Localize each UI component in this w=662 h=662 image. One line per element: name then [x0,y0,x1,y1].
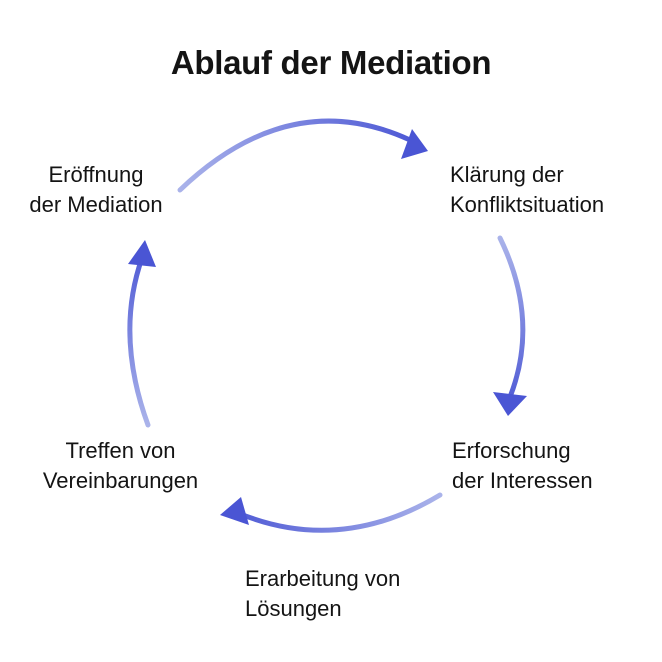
step-klaerung: Klärung der Konfliktsituation [450,160,604,220]
arrowhead-2 [493,392,527,416]
arrow-1 [177,118,428,193]
step-label-line: Lösungen [245,596,342,621]
step-label-line: Treffen von [65,438,176,463]
arrow-4 [127,240,156,428]
arrow-2 [493,235,527,416]
arrowhead-1 [401,129,428,159]
step-label-line: Erarbeitung von [245,566,401,591]
step-erforschung: Erforschung der Interessen [452,436,593,496]
step-label-line: der Interessen [452,468,593,493]
arrowhead-3 [220,497,249,525]
step-label-line: Vereinbarungen [42,468,199,493]
step-label-line: Eröffnung [48,162,144,187]
step-label-line: der Mediation [29,192,163,217]
step-label-line: Klärung der [450,162,564,187]
arrowhead-4 [128,240,156,267]
step-label-line: Erforschung [452,438,571,463]
diagram-title: Ablauf der Mediation [170,44,492,81]
arrow-3 [220,492,443,533]
step-vereinbarungen: Treffen von Vereinbarungen [28,436,213,496]
step-erarbeitung: Erarbeitung von Lösungen [245,564,400,624]
step-label-line: Konfliktsituation [450,192,605,217]
step-eroeffnung: Eröffnung der Mediation [0,160,192,220]
